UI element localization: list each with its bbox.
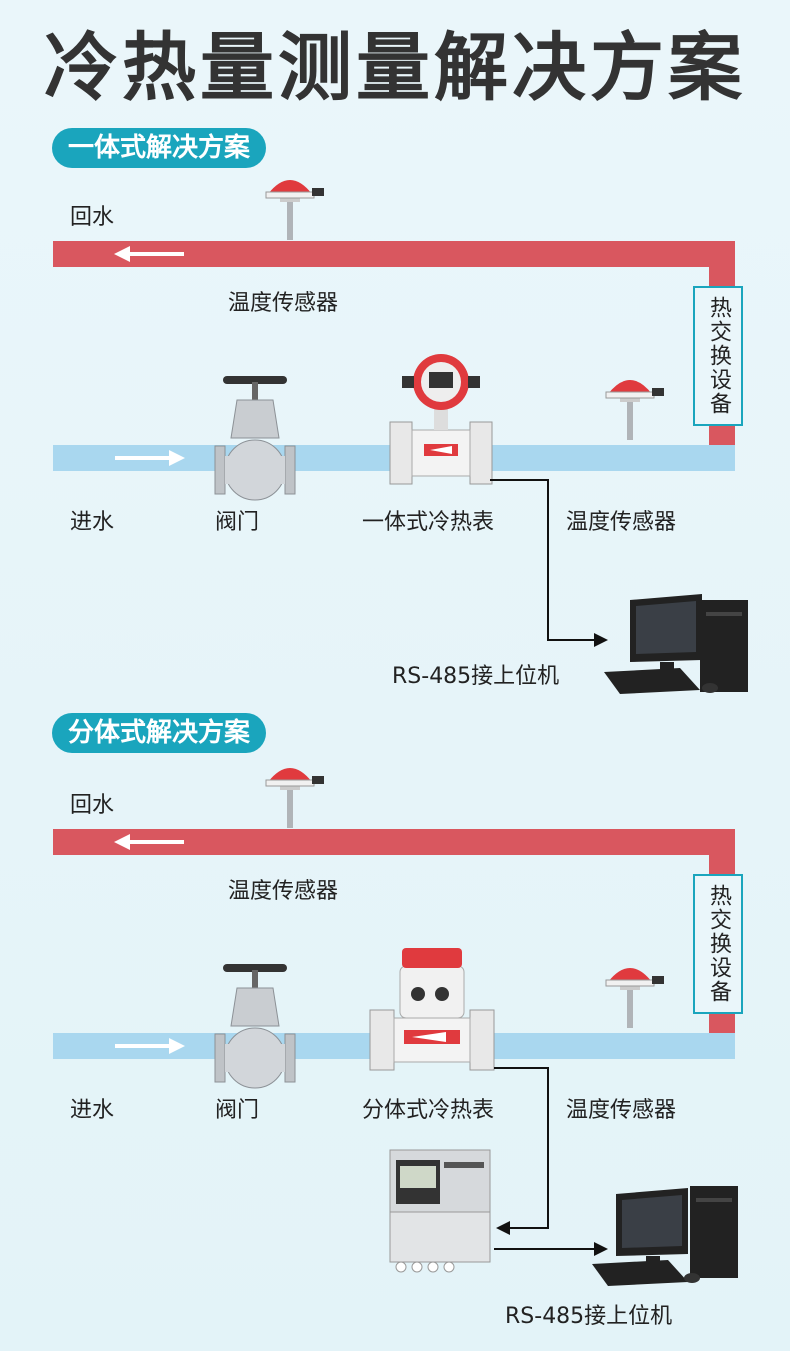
temperature-sensor-icon [265,767,325,829]
computer-icon [604,594,748,694]
inlet-arrow-icon [115,450,185,466]
integrated-meter-icon [389,354,493,485]
return-arrow-icon [114,246,184,262]
return-arrow-icon [114,834,184,850]
sensor-to-converter-line [494,1067,549,1229]
page-title: 冷热量测量解决方案 [44,25,746,111]
heat-exchanger-box: 热交换设备 [693,874,743,1014]
top-sensor-label: 温度传感器 [228,879,339,904]
heat-exchanger-label: 热交换设备 [706,884,731,1004]
valve-label: 阀门 [215,1098,260,1123]
return-water-label: 回水 [70,793,115,818]
heat-exchanger-box: 热交换设备 [693,286,743,426]
temperature-sensor-icon [605,967,665,1029]
heat-exchanger-label: 热交换设备 [706,296,731,416]
split-meter-sensor-icon [369,948,495,1071]
valve-label: 阀门 [215,510,260,535]
computer-label: RS-485接上位机 [505,1304,673,1329]
computer-icon [592,1186,738,1286]
valve-icon [214,963,296,1089]
valve-icon [214,375,296,501]
meter-label: 分体式冷热表 [362,1098,495,1123]
inlet-label: 进水 [70,1098,115,1123]
bottom-sensor-label: 温度传感器 [566,1098,677,1123]
temperature-sensor-icon [265,179,325,241]
bottom-sensor-label: 温度传感器 [566,510,677,535]
meter-label: 一体式冷热表 [362,510,495,535]
converter-box-icon [389,1149,491,1273]
top-sensor-label: 温度传感器 [228,291,339,316]
inlet-label: 进水 [70,510,115,535]
integrated-solution-pill: 一体式解决方案 [52,128,267,168]
computer-label: RS-485接上位机 [392,664,560,689]
temperature-sensor-icon [605,379,665,441]
split-solution-pill: 分体式解决方案 [52,713,267,753]
inlet-arrow-icon [115,1038,185,1054]
return-water-label: 回水 [70,205,115,230]
rs485-line [490,479,596,641]
